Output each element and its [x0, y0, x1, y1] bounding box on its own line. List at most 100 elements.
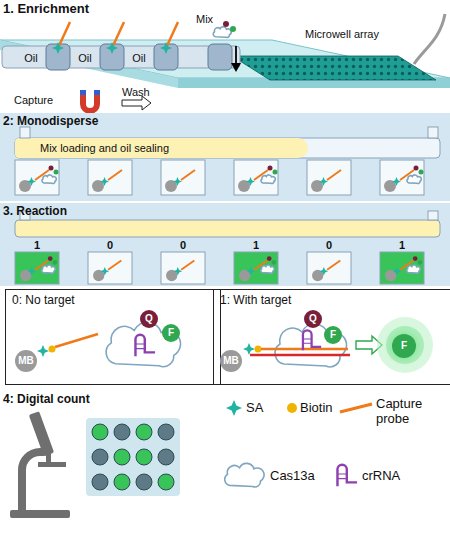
drawing-part: [15, 138, 308, 158]
drawing-part: [112, 22, 124, 48]
label: Oil: [78, 52, 91, 65]
drawing-part: [428, 211, 438, 220]
drawing-part: [86, 418, 180, 496]
drawing-part: [234, 160, 278, 195]
drawing-part: [223, 21, 229, 27]
drawing-part: [386, 326, 424, 364]
drawing-part: [136, 424, 152, 440]
drawing-part: [15, 252, 424, 284]
drawing-part: [106, 42, 118, 54]
label-circle: Q: [140, 310, 158, 328]
circle-letter: F: [330, 330, 336, 340]
panel-box: 0: No targetMBQF: [5, 289, 221, 385]
drawing-part: [92, 449, 108, 465]
drawing-part: [303, 330, 321, 350]
drawing-part: [46, 452, 51, 464]
label-circle: F: [392, 334, 416, 358]
drawing-part: [158, 449, 174, 465]
drawing-part: [225, 463, 264, 487]
box-heading: 0: No target: [12, 293, 226, 307]
circle-letter: F: [401, 341, 407, 351]
drawing-part: [114, 449, 130, 465]
digital-grid: [86, 418, 180, 496]
drawing-part: [275, 324, 346, 367]
drawing-part: [377, 317, 433, 373]
drawing-part: [384, 166, 424, 193]
label: 0: [107, 239, 113, 252]
label: Mix loading and oil sealing: [40, 142, 169, 155]
label: 1: [399, 239, 405, 252]
label: 3. Reaction: [3, 205, 67, 219]
box-heading: 1: With target: [220, 293, 450, 307]
label: 1: [34, 239, 40, 252]
label: 2: Monodisperse: [3, 115, 98, 129]
drawing-part: [250, 354, 350, 357]
circle-letter: MB: [18, 356, 34, 366]
enrichment-chip: [0, 14, 450, 114]
label-circle: F: [324, 326, 342, 344]
drawing-part: [80, 90, 100, 114]
legend-samples: [225, 400, 372, 487]
drawing-part: [230, 26, 236, 32]
label-circle: MB: [15, 350, 37, 372]
label-circle: Q: [304, 310, 322, 328]
with-target-illustration: [243, 317, 433, 373]
drawing-part: [106, 322, 180, 366]
drawing-part: [161, 252, 205, 284]
legend-text: crRNA: [362, 469, 400, 484]
drawing-part: [340, 404, 372, 412]
drawing-part: [312, 260, 340, 281]
drawing-part: [239, 256, 276, 281]
drawing-part: [385, 256, 422, 281]
drawing-part: [232, 56, 436, 80]
drawing-part: [10, 510, 70, 518]
drawing-part: [243, 343, 255, 355]
drawing-part: [15, 160, 59, 195]
drawing-part: [94, 90, 100, 95]
drawing-part: [20, 127, 30, 138]
drawing-part: [234, 252, 278, 284]
drawing-part: [15, 252, 59, 284]
drawing-part: [92, 424, 108, 440]
drawing-part: [93, 260, 121, 281]
drawing-part: [38, 462, 66, 467]
drawing-part: [0, 203, 450, 286]
drawing-part: [92, 170, 122, 192]
drawing-part: [166, 22, 178, 48]
microscope: [10, 411, 70, 518]
label: Mix: [196, 13, 213, 26]
drawing-part: [88, 160, 132, 195]
drawing-part: [337, 465, 357, 486]
drawing-part: [311, 170, 341, 192]
drawing-part: [92, 424, 174, 490]
circle-letter: Q: [309, 314, 317, 324]
drawing-part: [29, 411, 54, 456]
label-circle: F: [162, 324, 180, 342]
drawing-part: [255, 346, 262, 353]
drawing-part: [307, 160, 351, 195]
label: 1. Enrichment: [3, 2, 89, 17]
drawing-part: [231, 63, 241, 72]
drawing-part: [20, 256, 57, 281]
drawing-part: [165, 170, 195, 192]
label: 4: Digital count: [3, 393, 90, 407]
drawing-part: [46, 44, 232, 70]
drawing-part: [135, 335, 155, 356]
drawing-part: [15, 138, 440, 158]
drawing-part: [18, 448, 44, 510]
legend-text: Cas13a: [270, 469, 315, 484]
label: Oil: [132, 52, 145, 65]
drawing-part: [160, 42, 172, 54]
drawing-part: [19, 166, 59, 193]
drawing-part: [136, 474, 152, 490]
drawing-part: [158, 474, 174, 490]
drawing-part: [92, 474, 108, 490]
drawing-part: [238, 166, 278, 193]
circle-letter: F: [168, 328, 174, 338]
label: 0: [326, 239, 332, 252]
drawing-part: [80, 90, 86, 95]
label: 0: [180, 239, 186, 252]
drawing-part: [136, 449, 152, 465]
legend-text: SA: [246, 401, 263, 416]
drawing-part: [208, 44, 232, 70]
